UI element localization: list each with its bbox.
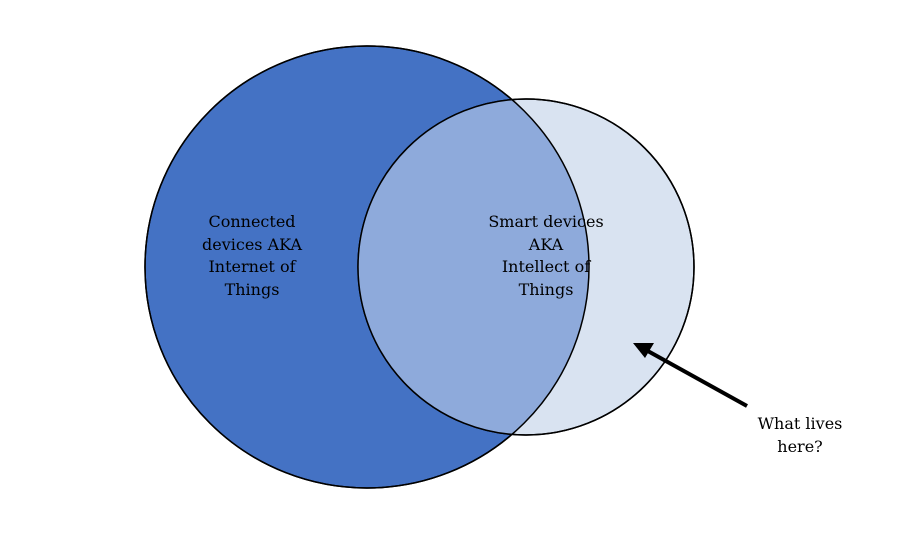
smart-devices-label-line: Smart devices xyxy=(488,212,604,231)
annotation-label-line: here? xyxy=(777,436,823,456)
connected-devices-label-line: devices AKA xyxy=(201,234,302,254)
connected-devices-label-line: Internet of xyxy=(208,257,296,276)
smart-devices-outline xyxy=(357,98,695,436)
annotation-label: What lives here? xyxy=(735,413,865,458)
connected-devices-label-line: Connected xyxy=(208,212,296,231)
connected-devices-label-line: Things xyxy=(224,279,280,299)
smart-devices-label-line: Intellect of xyxy=(501,257,591,276)
arrow-pointing-left-up-icon xyxy=(633,343,748,408)
smart-devices-label-line: AKA xyxy=(528,234,564,254)
smart-devices-label-line: Things xyxy=(518,279,574,299)
connected-devices-label: Connected devices AKA Internet of Things xyxy=(172,211,332,301)
connected-devices-outline xyxy=(144,45,590,489)
overlap-region xyxy=(358,99,589,435)
smart-devices-label: Smart devices AKA Intellect of Things xyxy=(466,211,626,301)
annotation-label-line: What lives xyxy=(757,414,843,433)
